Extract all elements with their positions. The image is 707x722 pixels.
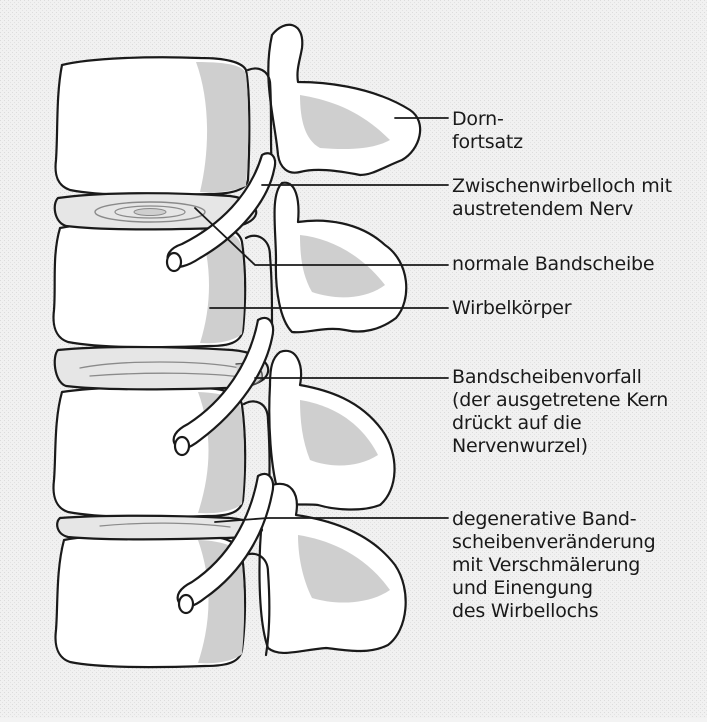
label-line: Wirbelkörper bbox=[452, 297, 571, 320]
label-line: Nervenwurzel) bbox=[452, 435, 668, 458]
label-line: normale Bandscheibe bbox=[452, 253, 654, 276]
label-line: fortsatz bbox=[452, 131, 523, 154]
label-line: austretendem Nerv bbox=[452, 198, 672, 221]
label-line: Bandscheibenvorfall bbox=[452, 366, 668, 389]
label-line: (der ausgetretene Kern bbox=[452, 389, 668, 412]
label-wirbelkoerper: Wirbelkörper bbox=[452, 297, 571, 320]
label-dornfortsatz: Dorn- fortsatz bbox=[452, 108, 523, 154]
label-normale-bandscheibe: normale Bandscheibe bbox=[452, 253, 654, 276]
label-line: drückt auf die bbox=[452, 412, 668, 435]
label-line: scheibenveränderung bbox=[452, 531, 655, 554]
label-line: Zwischenwirbelloch mit bbox=[452, 175, 672, 198]
vertebral-body-1 bbox=[56, 57, 250, 195]
label-zwischenwirbelloch: Zwischenwirbelloch mit austretendem Nerv bbox=[452, 175, 672, 221]
label-line: des Wirbellochs bbox=[452, 600, 655, 623]
label-line: degenerative Band- bbox=[452, 508, 655, 531]
label-bandscheibenvorfall: Bandscheibenvorfall (der ausgetretene Ke… bbox=[452, 366, 668, 458]
label-degenerative-bandscheibe: degenerative Band- scheibenveränderung m… bbox=[452, 508, 655, 623]
disc-degenerative bbox=[57, 516, 262, 540]
label-line: mit Verschmälerung bbox=[452, 554, 655, 577]
label-line: und Einengung bbox=[452, 577, 655, 600]
label-line: Dorn- bbox=[452, 108, 523, 131]
vertebral-body-4 bbox=[56, 535, 245, 667]
